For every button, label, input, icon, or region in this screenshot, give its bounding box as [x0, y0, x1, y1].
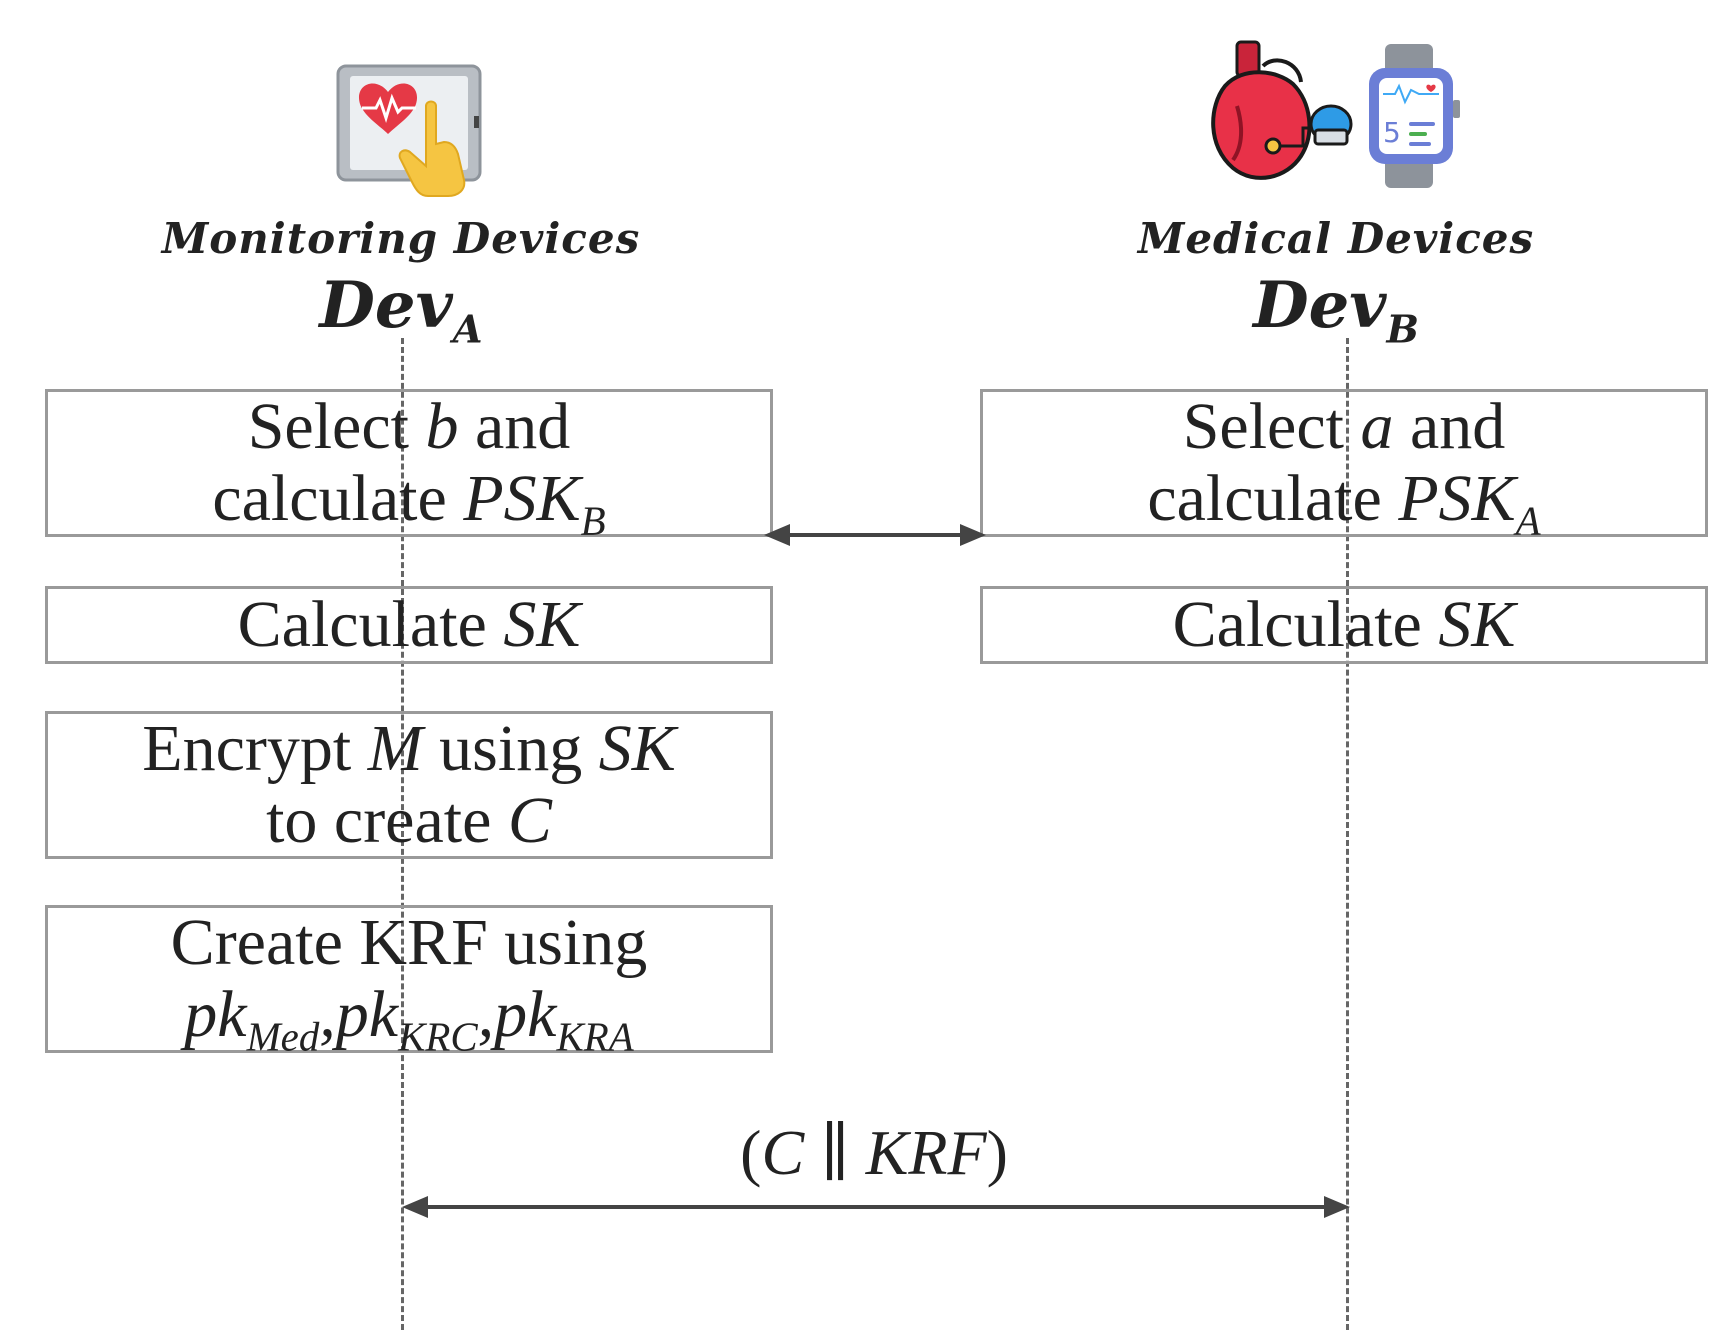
lifeline-dev-b	[1346, 338, 1349, 1330]
lifeline-dev-a	[401, 338, 404, 1330]
arrow-psk-exchange	[764, 524, 986, 546]
message-label: (C ∥ KRF)	[740, 1117, 1008, 1188]
step-line-2: to create C	[266, 784, 552, 857]
step-line-1: Calculate SK	[1172, 588, 1516, 661]
symbol-base: Dev	[1253, 268, 1387, 343]
heart-pacemaker-icon	[1211, 40, 1353, 180]
var-sk: SK	[1438, 588, 1516, 661]
step-line-1: Select b and	[247, 390, 571, 463]
var-psk-sub: A	[1515, 498, 1541, 544]
step-line-2: calculate PSKA	[1147, 462, 1541, 544]
left-step-calculate-sk: Calculate SK	[45, 586, 773, 664]
var-c: C	[761, 1117, 805, 1188]
step-line-1: Select a and	[1182, 390, 1506, 463]
var-psk: PSK	[1398, 462, 1516, 535]
var-m: M	[367, 712, 423, 785]
participant-left-name: Monitoring Devices	[161, 214, 641, 263]
smartwatch-icon: 5	[1369, 44, 1460, 188]
symbol-base: Dev	[319, 268, 453, 343]
pk-krc: pkKRC	[335, 978, 478, 1060]
left-step-create-krf: Create KRF using pkMed,pkKRC,pkKRA	[45, 905, 773, 1060]
var-psk: PSK	[463, 462, 581, 535]
participant-right-name: Medical Devices	[1137, 214, 1535, 263]
step-line-1: Encrypt M using SK	[142, 712, 676, 785]
step-line-2: pkMed,pkKRC,pkKRA	[184, 978, 634, 1060]
var-psk-sub: B	[580, 498, 606, 544]
arrow-message	[402, 1196, 1350, 1218]
tablet-heart-icon	[336, 64, 482, 197]
pk-kra: pkKRA	[494, 978, 634, 1060]
symbol-sub: A	[452, 307, 483, 353]
left-step-encrypt: Encrypt M using SK to create C	[45, 711, 773, 859]
step-line-1: Calculate SK	[237, 588, 581, 661]
var-sk: SK	[598, 712, 676, 785]
participant-left-symbol: DevA	[201, 268, 601, 349]
right-step-calculate-sk: Calculate SK	[980, 586, 1708, 664]
var-c: C	[507, 784, 552, 857]
var-krf: KRF	[865, 1117, 987, 1188]
var-b: b	[425, 390, 459, 463]
left-step-select-b: Select b and calculate PSKB	[45, 389, 773, 544]
var-sk: SK	[503, 588, 581, 661]
pk-med: pkMed	[184, 978, 320, 1060]
step-line-2: calculate PSKB	[212, 462, 606, 544]
right-step-select-a: Select a and calculate PSKA	[980, 389, 1708, 544]
var-a: a	[1360, 390, 1394, 463]
svg-text:5: 5	[1383, 116, 1401, 149]
participant-right-symbol: DevB	[1136, 268, 1536, 349]
symbol-sub: B	[1386, 307, 1419, 353]
step-line-1: Create KRF using	[170, 906, 648, 979]
